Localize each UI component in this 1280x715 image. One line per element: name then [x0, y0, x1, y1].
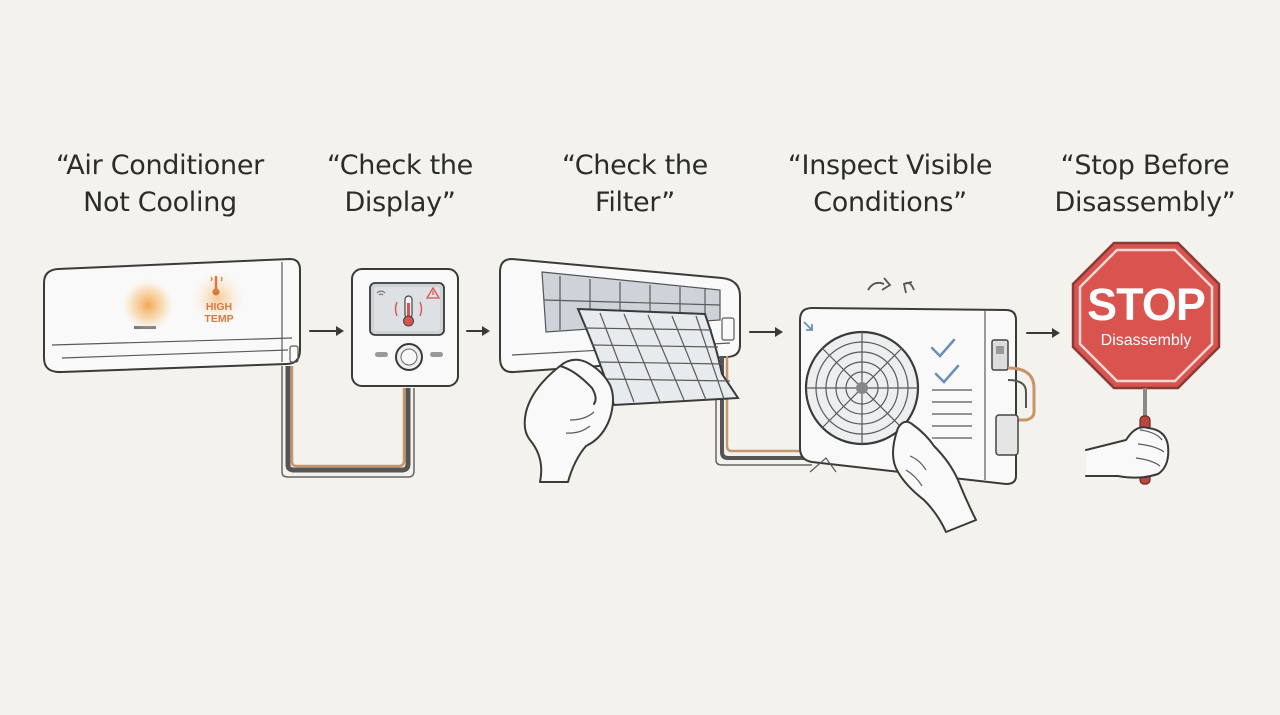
- thermostat-display: [351, 268, 459, 387]
- step-title-4: “Inspect Visible Conditions”: [787, 150, 993, 218]
- wifi-icon: [376, 290, 386, 296]
- step-title-5: “Stop Before Disassembly”: [1054, 150, 1236, 218]
- step-title-3: “Check the Filter”: [562, 150, 708, 218]
- air-filter: [576, 307, 740, 407]
- flow-arrow-icon: [309, 326, 344, 336]
- airflow-arrows-icon: [867, 277, 915, 294]
- high-temp-label-2: TEMP: [204, 313, 233, 325]
- indoor-unit: HIGH TEMP: [43, 258, 301, 374]
- step-title-2: “Check the Display”: [327, 150, 473, 218]
- stop-subtitle: Disassembly: [1101, 332, 1192, 349]
- high-temp-label-1: HIGH: [206, 301, 232, 313]
- thermometer-icon: [210, 275, 223, 296]
- outdoor-unit: [799, 307, 1036, 485]
- warning-triangle-icon: [425, 286, 441, 299]
- hand: [523, 358, 614, 483]
- check-icon: [934, 364, 960, 384]
- stop-word: STOP: [1087, 279, 1205, 330]
- hand: [1085, 426, 1170, 479]
- flow-arrow-icon: [466, 326, 490, 336]
- check-icon: [930, 338, 956, 358]
- stop-sign: STOP Disassembly: [1071, 241, 1221, 390]
- hand: [892, 420, 977, 533]
- flow-arrow-icon: [749, 327, 783, 337]
- step-title-1: “Air Conditioner Not Cooling: [56, 150, 264, 218]
- fan-grille: [804, 330, 920, 446]
- flow-arrow-icon: [1026, 328, 1060, 338]
- heat-glow: [122, 279, 174, 331]
- thermometer-icon: [394, 295, 423, 327]
